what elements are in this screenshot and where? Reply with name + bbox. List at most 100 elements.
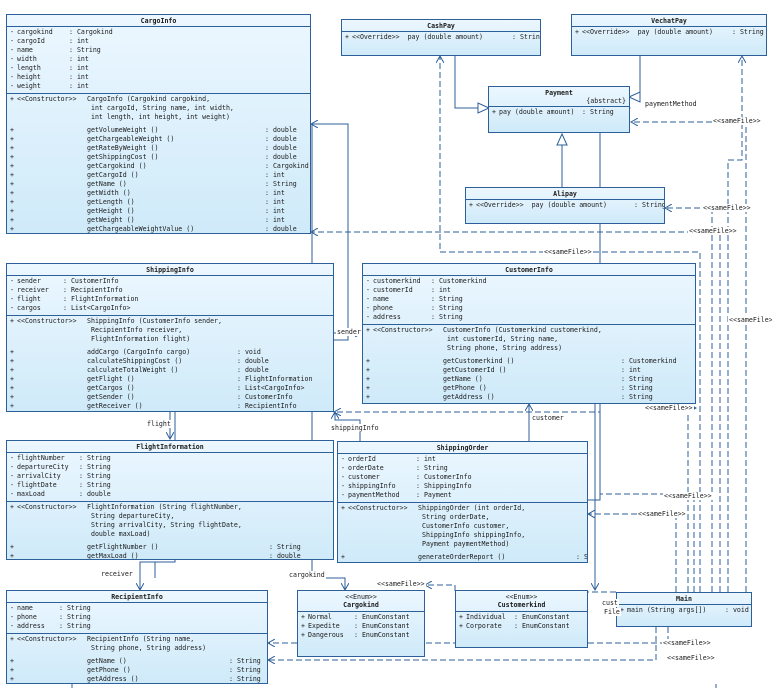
constructor-row[interactable]: Payment paymentMethod) [338, 540, 587, 549]
constructor-row[interactable]: FlightInformation flight) [7, 335, 333, 344]
method-row[interactable]: +getName (): String [7, 180, 310, 189]
method-row[interactable]: +getCargokind (): Cargokind [7, 162, 310, 171]
attribute-row[interactable]: -sender: CustomerInfo [7, 277, 333, 286]
method-row[interactable]: +getName (): String [363, 375, 695, 384]
method-row[interactable]: +getWidth (): int [7, 189, 310, 198]
attribute-row[interactable]: -height: int [7, 73, 310, 82]
class-flightinformation[interactable]: FlightInformation-flightNumber: String-d… [6, 440, 334, 560]
attribute-row[interactable]: -departureCity: String [7, 463, 333, 472]
constructor-row[interactable]: +<<Constructor>>RecipientInfo (String na… [7, 635, 267, 644]
attribute-row[interactable]: -flight: FlightInformation [7, 295, 333, 304]
class-shippinginfo[interactable]: ShippingInfo-sender: CustomerInfo-receiv… [6, 263, 334, 412]
class-cargokind[interactable]: <<Enum>>Cargokind+Normal: EnumConstant+E… [297, 590, 425, 657]
class-payment[interactable]: Payment{abstract}+pay (double amount): S… [488, 86, 630, 133]
attribute-row[interactable]: -phone: String [7, 613, 267, 622]
constructor-row[interactable]: int customerId, String name, [363, 335, 695, 344]
attribute-row[interactable]: -phone: String [363, 304, 695, 313]
method-row[interactable]: +calculateTotalWeight (): double [7, 366, 333, 375]
attribute-row[interactable]: -width: int [7, 55, 310, 64]
method-row[interactable]: +getSender (): CustomerInfo [7, 393, 333, 402]
attribute-row[interactable]: -receiver: RecipientInfo [7, 286, 333, 295]
method-row[interactable]: +addCargo (CargoInfo cargo): void [7, 348, 333, 357]
attribute-row[interactable]: +Corporate: EnumConstant [456, 622, 587, 631]
attribute-row[interactable]: -weight: int [7, 82, 310, 91]
method-row[interactable]: +getCargos (): List<CargoInfo> [7, 384, 333, 393]
attribute-row[interactable]: -cargokind: Cargokind [7, 28, 310, 37]
attribute-row[interactable]: -name: String [7, 46, 310, 55]
attribute-row[interactable]: -shippingInfo: ShippingInfo [338, 482, 587, 491]
attribute-row[interactable]: -flightDate: String [7, 481, 333, 490]
constructor-row[interactable]: String phone, String address) [7, 644, 267, 653]
method-row[interactable]: +getVolumeWeight (): double [7, 126, 310, 135]
method-row[interactable]: +getWeight (): int [7, 216, 310, 225]
constructor-row[interactable]: +<<Constructor>>FlightInformation (Strin… [7, 503, 333, 512]
class-alipay[interactable]: Alipay+<<Override>> pay (double amount):… [465, 187, 665, 224]
attribute-row[interactable]: -cargos: List<CargoInfo> [7, 304, 333, 313]
constructor-row[interactable]: CustomerInfo customer, [338, 522, 587, 531]
constructor-row[interactable]: int length, int height, int weight) [7, 113, 310, 122]
method-row[interactable]: +getAddress (): String [7, 675, 267, 683]
attribute-row[interactable]: -customerkind: Customerkind [363, 277, 695, 286]
method-row[interactable]: +<<Override>> pay (double amount): Strin… [466, 201, 664, 210]
constructor-row[interactable]: +<<Constructor>>CargoInfo (Cargokind car… [7, 95, 310, 104]
constructor-row[interactable]: String departureCity, [7, 512, 333, 521]
attribute-row[interactable]: -orderDate: String [338, 464, 587, 473]
class-customerinfo[interactable]: CustomerInfo-customerkind: Customerkind-… [362, 263, 696, 404]
class-main[interactable]: Main+main (String args[]): void [616, 592, 752, 627]
constructor-row[interactable]: RecipientInfo receiver, [7, 326, 333, 335]
method-row[interactable]: +calculateShippingCost (): double [7, 357, 333, 366]
method-row[interactable]: +getHeight (): int [7, 207, 310, 216]
constructor-row[interactable]: String arrivalCity, String flightDate, [7, 521, 333, 530]
method-row[interactable]: +getCustomerId (): int [363, 366, 695, 375]
class-recipientinfo[interactable]: RecipientInfo-name: String-phone: String… [6, 590, 268, 684]
method-row[interactable]: +getMaxLoad (): double [7, 552, 333, 559]
method-row[interactable]: +pay (double amount): String [489, 108, 629, 117]
method-row[interactable]: +getPhone (): String [7, 666, 267, 675]
method-row[interactable]: +getCustomerkind (): Customerkind [363, 357, 695, 366]
constructor-row[interactable]: +<<Constructor>>ShippingOrder (int order… [338, 504, 587, 513]
method-row[interactable]: +getChargeableWeight (): double [7, 135, 310, 144]
constructor-row[interactable]: String orderDate, [338, 513, 587, 522]
constructor-row[interactable]: +<<Constructor>>ShippingInfo (CustomerIn… [7, 317, 333, 326]
class-cargoinfo[interactable]: CargoInfo-cargokind: Cargokind-cargoId: … [6, 14, 311, 234]
method-row[interactable]: +getPhone (): String [363, 384, 695, 393]
method-row[interactable]: +getAddress (): String [363, 393, 695, 402]
method-row[interactable]: +<<Override>> pay (double amount): Strin… [342, 33, 540, 42]
method-row[interactable]: +<<Override>> pay (double amount): Strin… [572, 28, 766, 37]
method-row[interactable]: +getReceiver (): RecipientInfo [7, 402, 333, 411]
method-row[interactable]: +getName (): String [7, 657, 267, 666]
method-row[interactable]: +getChargeableWeightValue (): double [7, 225, 310, 233]
attribute-row[interactable]: -flightNumber: String [7, 454, 333, 463]
method-row[interactable]: +getCargoId (): int [7, 171, 310, 180]
attribute-row[interactable]: -arrivalCity: String [7, 472, 333, 481]
attribute-row[interactable]: -customerId: int [363, 286, 695, 295]
class-cashpay[interactable]: CashPay+<<Override>> pay (double amount)… [341, 19, 541, 56]
attribute-row[interactable]: -orderId: int [338, 455, 587, 464]
attribute-row[interactable]: -length: int [7, 64, 310, 73]
attribute-row[interactable]: +Individual: EnumConstant [456, 613, 587, 622]
constructor-row[interactable]: int cargoId, String name, int width, [7, 104, 310, 113]
attribute-row[interactable]: -address: String [363, 313, 695, 322]
attribute-row[interactable]: -address: String [7, 622, 267, 631]
method-row[interactable]: +getFlightNumber (): String [7, 543, 333, 552]
attribute-row[interactable]: +Normal: EnumConstant [298, 613, 424, 622]
attribute-row[interactable]: -paymentMethod: Payment [338, 491, 587, 500]
method-row[interactable]: +generateOrderReport (): String [338, 553, 587, 562]
attribute-row[interactable]: +Dangerous: EnumConstant [298, 631, 424, 640]
constructor-row[interactable]: String phone, String address) [363, 344, 695, 353]
method-row[interactable]: +getFlight (): FlightInformation [7, 375, 333, 384]
attribute-row[interactable]: -maxLoad: double [7, 490, 333, 499]
constructor-row[interactable]: ShippingInfo shippingInfo, [338, 531, 587, 540]
attribute-row[interactable]: +Expedite: EnumConstant [298, 622, 424, 631]
attribute-row[interactable]: -name: String [7, 604, 267, 613]
class-vechatpay[interactable]: VechatPay+<<Override>> pay (double amoun… [571, 14, 767, 56]
method-row[interactable]: +getRateByWeight (): double [7, 144, 310, 153]
class-customerkind[interactable]: <<Enum>>Customerkind+Individual: EnumCon… [455, 590, 588, 648]
attribute-row[interactable]: -cargoId: int [7, 37, 310, 46]
attribute-row[interactable]: -name: String [363, 295, 695, 304]
method-row[interactable]: +getShippingCost (): double [7, 153, 310, 162]
constructor-row[interactable]: double maxLoad) [7, 530, 333, 539]
constructor-row[interactable]: +<<Constructor>>CustomerInfo (Customerki… [363, 326, 695, 335]
method-row[interactable]: +main (String args[]): void [617, 606, 751, 615]
method-row[interactable]: +getLength (): int [7, 198, 310, 207]
